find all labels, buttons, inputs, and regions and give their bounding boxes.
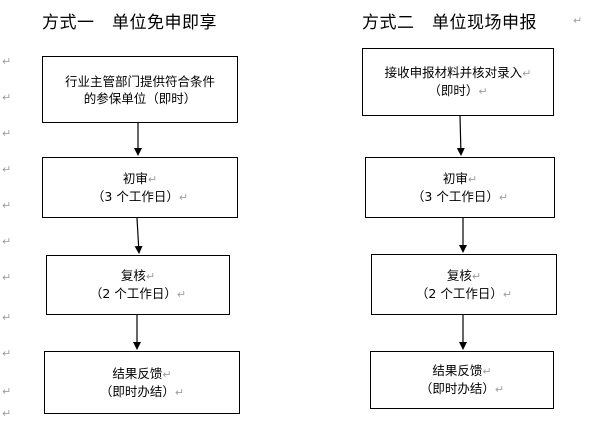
paragraph-mark: ↵ [2,235,12,248]
paragraph-mark: ↵ [174,385,185,399]
paragraph-mark: ↵ [2,163,12,176]
flow-left-step-4: 结果反馈↵ （即时办结）↵ [44,351,240,414]
arrow-right-1 [456,115,465,156]
title-paragraph-mark: ↵ [573,14,583,27]
paragraph-mark: ↵ [494,383,505,396]
paragraph-mark: ↵ [2,311,12,324]
step-line: （2 个工作日） [89,286,177,301]
paragraph-mark: ↵ [478,85,488,98]
step-line: 接收申报材料并核对录入 [384,65,523,80]
flow-left-title: 方式一 单位免申即享 [42,13,217,33]
step-line: 结果反馈 [112,365,163,381]
paragraph-mark: ↵ [522,67,532,80]
paragraph-mark: ↵ [178,190,189,204]
step-line: 行业主管部门提供符合条件 [64,73,215,89]
step-line: （3 个工作日） [91,188,179,204]
step-line: 结果反馈 [432,363,483,378]
paragraph-mark: ↵ [2,199,12,212]
flow-right-title: 方式二 单位现场申报 [362,13,537,33]
paragraph-mark: ↵ [502,287,513,301]
paragraph-mark: ↵ [2,385,12,398]
paragraph-mark: ↵ [2,127,12,140]
paragraph-mark: ↵ [2,407,12,420]
step-line: （2 个工作日） [415,285,503,301]
paragraph-mark: ↵ [482,365,492,378]
step-line: （3 个工作日） [411,188,499,204]
flow-left-step-1: 行业主管部门提供符合条件 的参保单位（即时） [42,56,238,123]
flow-right-step-4: 结果反馈↵ （即时办结）↵ [370,351,554,409]
step-line: 初审 [122,170,148,186]
paragraph-mark: ↵ [176,288,187,301]
flow-left-step-2: 初审↵ （3 个工作日）↵ [42,157,238,218]
step-line: （即时办结） [99,383,175,399]
step-line: 复核 [120,268,146,283]
paragraph-mark: ↵ [2,55,12,68]
paragraph-mark: ↵ [147,172,158,186]
step-line: 复核 [446,267,472,283]
paragraph-mark: ↵ [498,190,509,204]
paragraph-mark: ↵ [2,347,12,360]
step-line: （即时） [428,83,479,98]
flow-right-step-3: 复核↵ （2 个工作日）↵ [371,254,557,315]
paragraph-mark: ↵ [162,367,172,381]
step-line: （即时办结） [419,381,495,396]
arrow-left-2 [134,217,143,254]
paragraph-mark: ↵ [2,271,12,284]
paragraph-mark: ↵ [467,172,478,186]
paragraph-mark: ↵ [2,91,12,104]
paragraph-mark: ↵ [471,269,482,283]
step-line: 初审 [442,170,468,186]
flow-left-step-3: 复核↵ （2 个工作日）↵ [46,255,230,315]
paragraph-mark: ↵ [145,270,156,283]
flow-right-step-1: 接收申报材料并核对录入↵ （即时）↵ [362,48,554,116]
step-line: 的参保单位（即时） [83,90,197,106]
flow-right-step-2: 初审↵ （3 个工作日）↵ [365,157,555,218]
